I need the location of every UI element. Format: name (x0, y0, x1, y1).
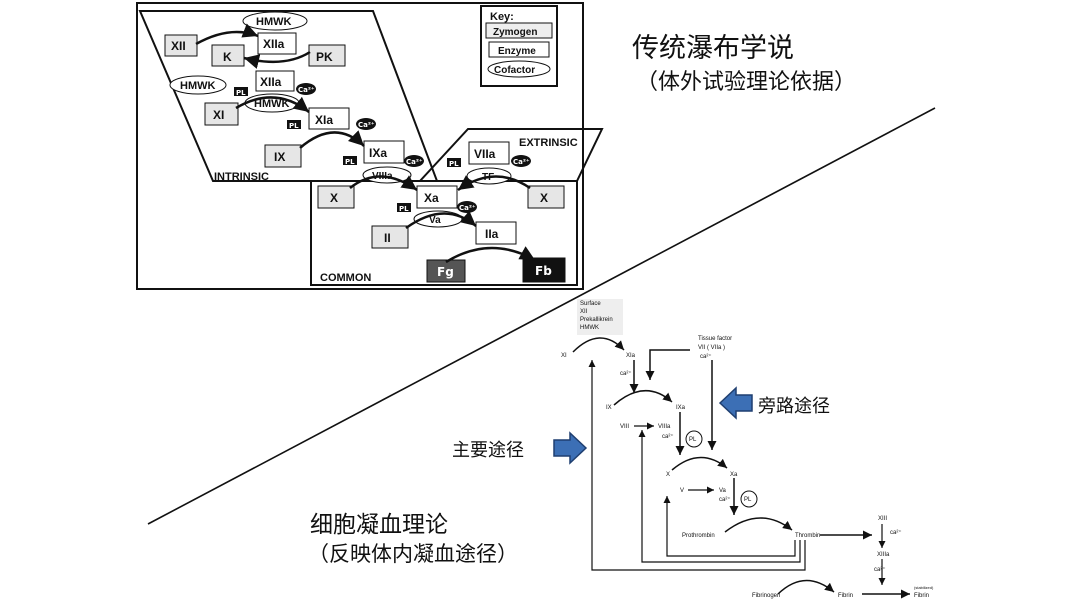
fb-node: Fb (535, 264, 552, 278)
x-small: X (666, 472, 670, 478)
xiia-node: XIIa (263, 37, 285, 51)
pl-small-1: PL (689, 437, 697, 443)
pl-small-2: PL (744, 497, 752, 503)
key-heading: Key: (490, 11, 514, 23)
viii-small: VIII (620, 424, 629, 430)
extrinsic-label: EXTRINSIC (519, 137, 578, 149)
xia-small: XIa (626, 353, 636, 359)
ca-small-2: ca²⁺ (620, 370, 632, 377)
ca-tag-3: Ca²⁺ (406, 158, 423, 166)
ca-small-5: ca²⁺ (890, 529, 902, 536)
viiia-small: VIIIa (658, 424, 671, 430)
fibrin-final-small: Fibrin (914, 593, 929, 599)
hmwk-label-3: HMWK (254, 98, 289, 110)
key-zymogen: Zymogen (493, 27, 537, 38)
hmwk-label-2: HMWK (180, 80, 215, 92)
cellular-title: 细胞凝血理论 (310, 512, 448, 538)
pl-tag-3: PL (345, 158, 355, 166)
crosslinked-small: (stabilized) (914, 585, 934, 590)
v-small: V (680, 488, 684, 494)
classical-frame (136, 2, 584, 290)
surface-label: Surface (580, 301, 601, 307)
xiiia-small: XIIIa (877, 552, 890, 558)
ix-small: IX (606, 405, 612, 411)
xiia-node-2: XIIa (260, 75, 282, 89)
classical-title: 传统瀑布学说 (632, 33, 794, 64)
tissue-factor-small: Tissue factor (698, 336, 732, 342)
hmwk-small: HMWK (580, 325, 599, 331)
cellular-diagram: Surface XII Prekallikrein HMWK XI XIa Ti… (561, 299, 934, 599)
intrinsic-label: INTRINSIC (214, 171, 269, 183)
fibrinogen-small: Fibrinogen (752, 593, 780, 599)
x-node-right: X (540, 191, 548, 205)
thrombin-small: Thrombin (795, 533, 820, 539)
ca-small-4: ca²⁺ (719, 496, 731, 503)
ii-node: II (384, 231, 391, 245)
main-path-arrow-icon (553, 431, 588, 465)
key-enzyme: Enzyme (498, 46, 536, 57)
ca-tag-2: Ca²⁺ (358, 121, 375, 129)
bypass-arrow-icon (718, 386, 753, 420)
key-cofactor: Cofactor (494, 65, 535, 76)
k-node: K (223, 50, 232, 64)
ixa-small: IXa (676, 405, 686, 411)
xa-small: Xa (730, 472, 738, 478)
common-region (310, 180, 578, 286)
prothrombin-small: Prothrombin (682, 533, 715, 539)
common-label: COMMON (320, 272, 371, 284)
ca-tag-1: Ca²⁺ (298, 86, 315, 94)
xi-small: XI (561, 353, 567, 359)
prekallikrein-small: Prekallikrein (580, 317, 613, 323)
xii-node: XII (171, 39, 186, 53)
pl-tag-4: PL (449, 160, 459, 168)
iia-node: IIa (485, 227, 499, 241)
key-box: Key: Zymogen Enzyme Cofactor (480, 5, 558, 87)
ca-small-1: ca²⁺ (700, 353, 712, 360)
pk-node: PK (316, 50, 333, 64)
xiii-small: XIII (878, 516, 887, 522)
pl-tag-5: PL (399, 205, 409, 213)
fibrin-small: Fibrin (838, 593, 853, 599)
hmwk-label-1: HMWK (256, 16, 291, 28)
classical-subtitle: （体外试验理论依据） (636, 70, 857, 95)
ca-tag-4: Ca²⁺ (513, 158, 530, 166)
va-label: Va (429, 215, 441, 226)
ixa-node: IXa (369, 146, 387, 160)
ca-tag-5: Ca²⁺ (459, 204, 476, 212)
fg-node: Fg (437, 265, 454, 279)
x-node-left: X (330, 191, 338, 205)
ca-small-6: ca²⁺ (874, 566, 886, 573)
viia-node: VIIa (474, 147, 496, 161)
cellular-subtitle: （反映体内凝血途径） (308, 542, 518, 566)
xii-small: XII (580, 309, 588, 315)
vii-small: VII ( VIIa ) (698, 345, 725, 351)
va-small: Va (719, 488, 727, 494)
ix-node: IX (274, 150, 285, 164)
xi-node: XI (213, 108, 224, 122)
divider-line (147, 107, 936, 525)
pl-tag-2: PL (289, 122, 299, 130)
xa-node: Xa (424, 191, 439, 205)
ca-small-3: ca²⁺ (662, 433, 674, 440)
xia-node: XIa (315, 113, 333, 127)
bypass-label: 旁路途径 (758, 396, 830, 417)
main-path-label: 主要途径 (452, 440, 524, 461)
pl-tag-1: PL (236, 89, 246, 97)
